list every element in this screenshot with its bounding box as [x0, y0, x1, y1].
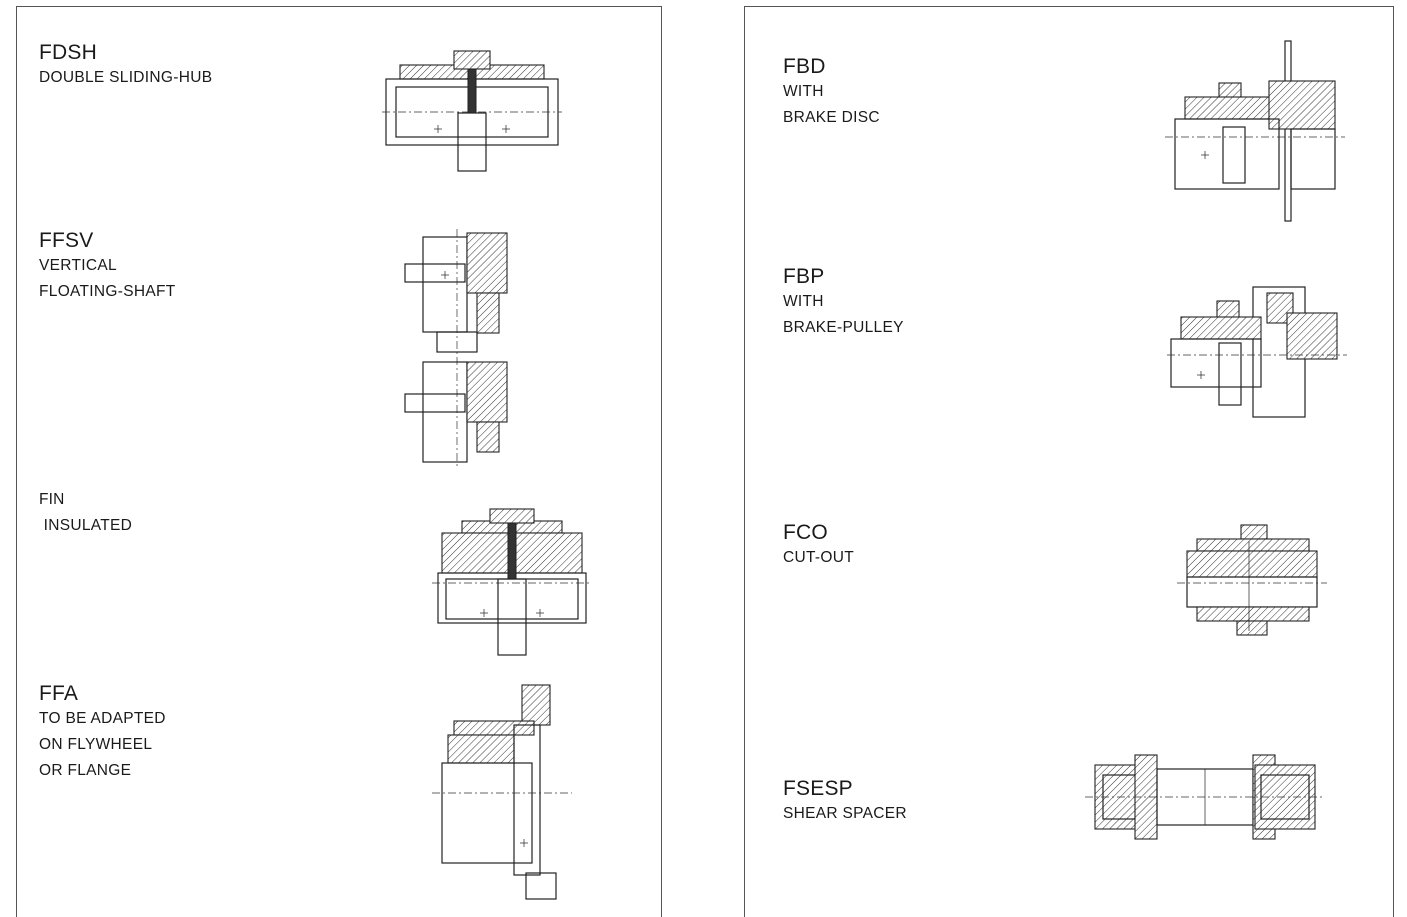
item-ffa: FFA TO BE ADAPTED ON FLYWHEEL OR FLANGE — [39, 682, 166, 784]
item-fin: FIN INSULATED — [39, 487, 132, 539]
item-description: VERTICAL FLOATING-SHAFT — [39, 257, 176, 300]
coupling-drawing-icon — [432, 508, 592, 656]
item-description: WITH BRAKE DISC — [783, 83, 880, 126]
item-ffsv: FFSV VERTICAL FLOATING-SHAFT — [39, 229, 176, 305]
right-catalog-panel: FBD WITH BRAKE DISC FBP WITH BRAKE-PULLE… — [744, 6, 1394, 917]
item-description: SHEAR SPACER — [783, 805, 907, 822]
coupling-drawing-icon — [1167, 286, 1347, 418]
coupling-drawing-icon — [404, 229, 508, 469]
item-fsesp: FSESP SHEAR SPACER — [783, 777, 907, 827]
item-description: INSULATED — [39, 517, 133, 534]
coupling-drawing-icon — [1085, 754, 1325, 840]
coupling-drawing-icon — [1165, 40, 1345, 222]
item-code: FIN — [39, 491, 65, 508]
left-catalog-panel: FDSH DOUBLE SLIDING-HUB FFSV VERTICAL FL… — [16, 6, 662, 917]
item-code: FCO — [783, 521, 828, 544]
item-description: CUT-OUT — [783, 549, 854, 566]
item-code: FSESP — [783, 777, 853, 800]
item-description: WITH BRAKE-PULLEY — [783, 293, 904, 336]
item-fbp: FBP WITH BRAKE-PULLEY — [783, 265, 904, 341]
item-code: FFSV — [39, 229, 94, 252]
coupling-drawing-icon — [1177, 524, 1327, 636]
item-fco: FCO CUT-OUT — [783, 521, 854, 571]
item-code: FBP — [783, 265, 825, 288]
item-code: FDSH — [39, 41, 97, 64]
item-code: FBD — [783, 55, 826, 78]
item-description: TO BE ADAPTED ON FLYWHEEL OR FLANGE — [39, 710, 166, 779]
coupling-drawing-icon — [432, 684, 572, 900]
item-fbd: FBD WITH BRAKE DISC — [783, 55, 880, 131]
item-fdsh: FDSH DOUBLE SLIDING-HUB — [39, 41, 212, 91]
coupling-drawing-icon — [382, 50, 562, 172]
item-description: DOUBLE SLIDING-HUB — [39, 69, 213, 86]
item-code: FFA — [39, 682, 79, 705]
